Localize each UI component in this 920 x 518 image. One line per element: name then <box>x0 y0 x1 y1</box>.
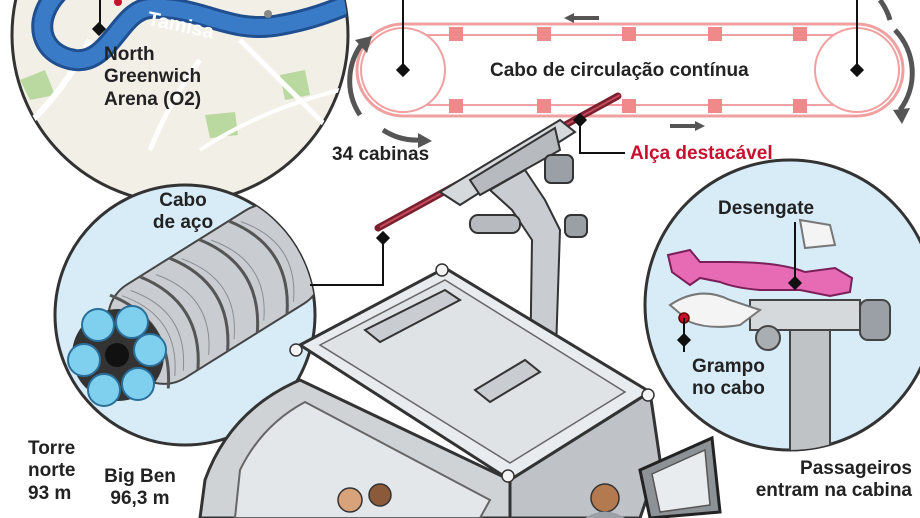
north-tower-label-line: Torre <box>28 438 76 459</box>
passengers-label: Passageiros entram na cabina <box>738 458 912 503</box>
north-tower-label: Torre norte 93 m <box>28 438 76 505</box>
big-ben-label: Big Ben 96,3 m <box>100 466 180 511</box>
location-map <box>10 0 350 205</box>
arena-label-line: Arena (O2) <box>104 88 202 110</box>
steel-cable-label-line: de aço <box>152 212 214 234</box>
cabin-illustration <box>198 92 722 518</box>
detachable-grip-label: Alça destacável <box>630 143 773 164</box>
passengers-label-rest: entram na cabina <box>755 480 912 502</box>
leader-lines <box>310 120 625 286</box>
grip-on-cable-label-line: no cabo <box>692 378 765 400</box>
cable-loop-diagram <box>347 0 915 148</box>
big-ben-label-line: Big Ben <box>104 466 176 487</box>
grip-on-cable-label-line: Grampo <box>692 356 765 377</box>
curved-arrow-icon <box>893 28 915 112</box>
grip-mechanism-detail <box>643 158 920 452</box>
release-lever <box>666 248 854 298</box>
direction-arrow-icon <box>564 13 705 131</box>
arena-label: North Greenwich Arena (O2) <box>104 44 201 111</box>
steel-cable-label-line: Cabo <box>159 190 207 211</box>
arena-label-line: North <box>104 44 155 65</box>
steel-cable-label: Cabo de aço <box>128 190 238 235</box>
curved-arrow-icon <box>347 38 367 117</box>
release-label: Desengate <box>718 198 815 219</box>
big-ben-label-line: 96,3 m <box>110 488 170 510</box>
passengers-label-highlight: Passageiros <box>800 458 912 479</box>
north-tower-label-line: norte <box>28 460 76 482</box>
cabins-label: 34 cabinas <box>332 144 430 165</box>
grip-on-cable-label: Grampo no cabo <box>692 356 765 401</box>
arena-label-line: Greenwich <box>104 66 202 88</box>
rope-cross-section <box>67 305 167 407</box>
cable-loop-label: Cabo de circulação contínua <box>490 60 749 81</box>
north-tower-label-line: 93 m <box>28 482 72 504</box>
steel-cable-detail <box>53 183 317 447</box>
